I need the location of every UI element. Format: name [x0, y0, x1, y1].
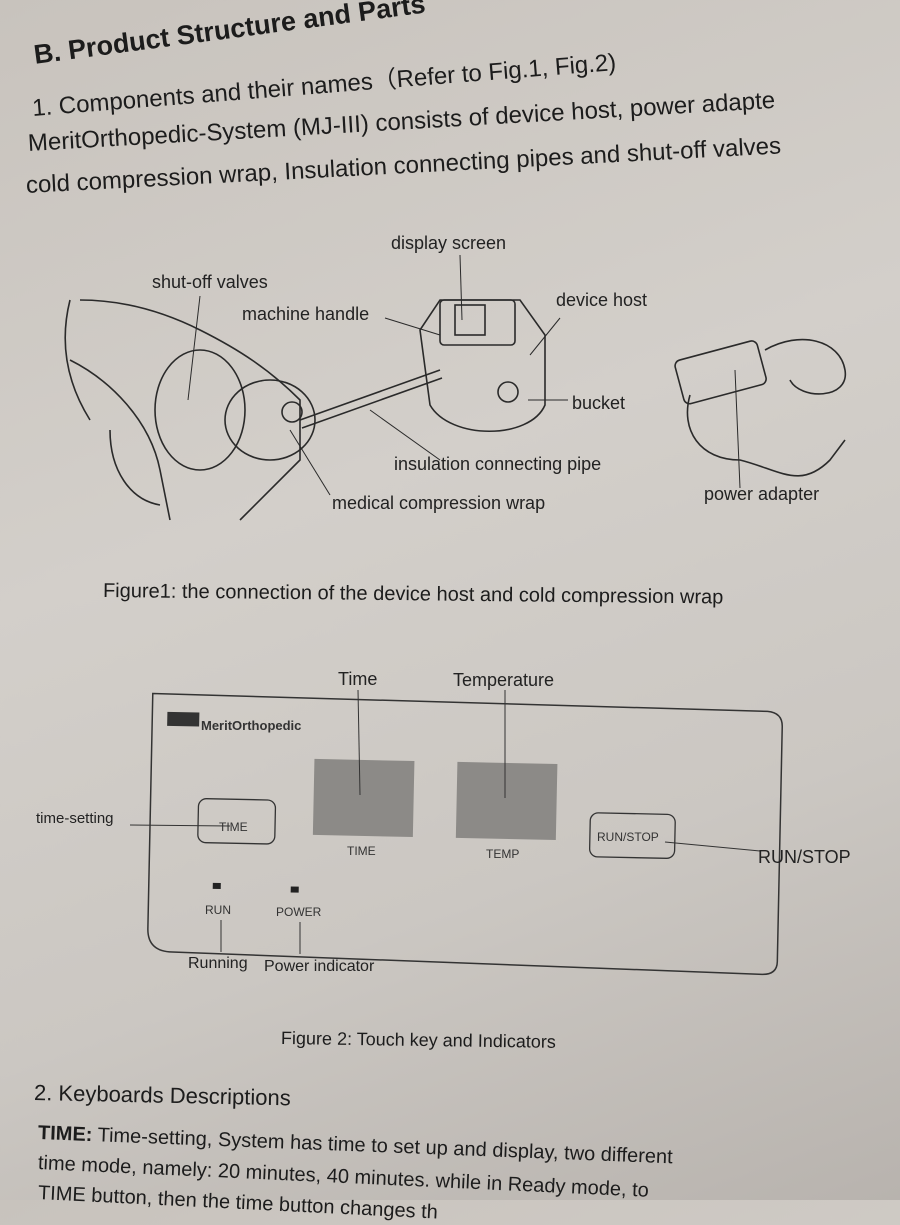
callout-time: Time — [338, 669, 378, 689]
label-bucket: bucket — [572, 393, 626, 413]
label-shut-off-valves: shut-off valves — [152, 272, 268, 292]
callout-power-indicator: Power indicator — [264, 958, 375, 975]
label-machine-handle: machine handle — [242, 304, 370, 324]
figure1-illustration — [64, 254, 846, 521]
label-power-adapter: power adapter — [704, 484, 820, 504]
callout-temperature: Temperature — [453, 670, 555, 690]
callout-time-setting: time-setting — [36, 810, 114, 827]
time-term: TIME: — [37, 1122, 93, 1147]
run-led-label: RUN — [205, 903, 231, 917]
label-compression-wrap: medical compression wrap — [332, 493, 546, 513]
temp-display-label: TEMP — [486, 847, 520, 861]
time-display-label: TIME — [347, 844, 376, 858]
subsection-keyboards: 2. Keyboards Descriptions — [33, 1080, 292, 1111]
run-stop-button[interactable]: RUN/STOP — [597, 830, 659, 844]
label-display-screen: display screen — [391, 233, 507, 253]
callout-running: Running — [188, 955, 248, 972]
figure2-caption: Figure 2: Touch key and Indicators — [280, 1028, 556, 1052]
label-insulation-pipe: insulation connecting pipe — [394, 454, 602, 474]
brand-logo: MeritOrthopedic — [201, 718, 302, 733]
label-device-host: device host — [556, 290, 648, 310]
callout-run-stop: RUN/STOP — [758, 847, 851, 867]
time-button[interactable]: TIME — [219, 820, 248, 834]
power-led-label: POWER — [276, 905, 322, 919]
figure2-panel-drawing — [129, 689, 783, 976]
